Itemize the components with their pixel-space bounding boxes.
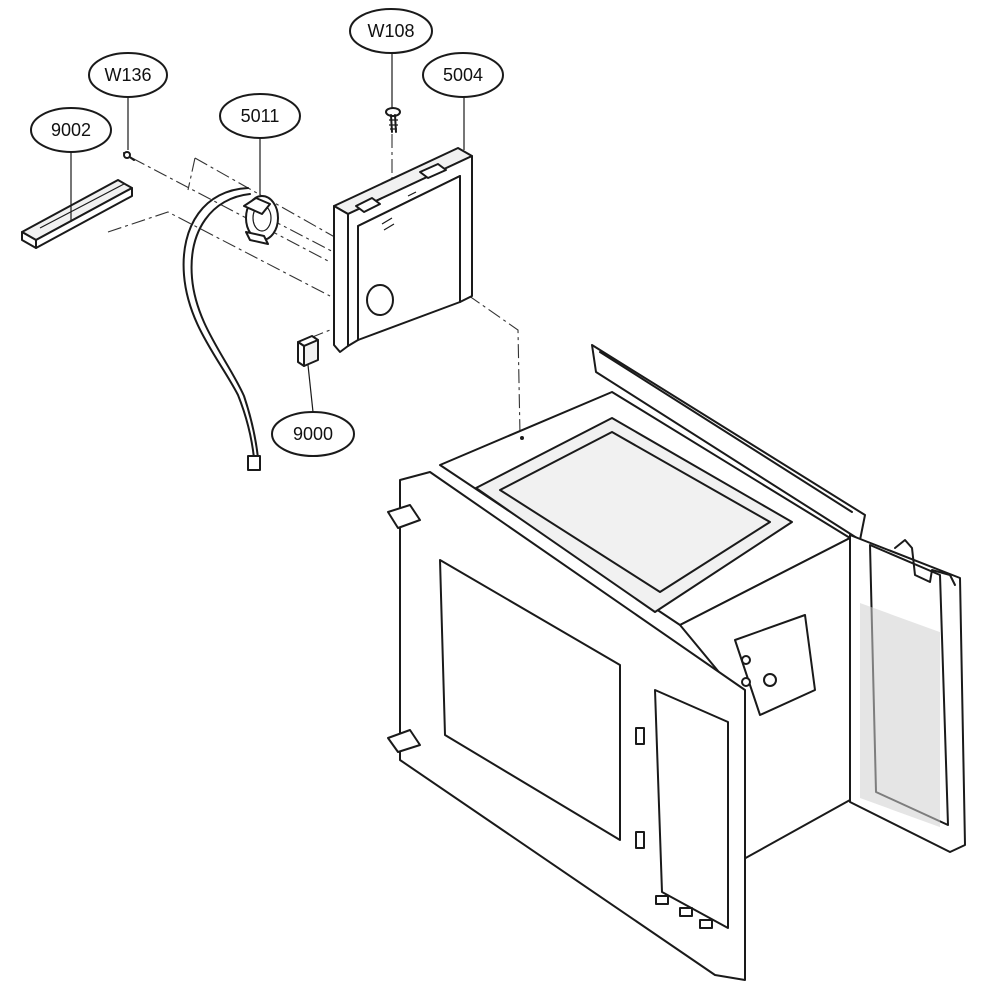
part-w136-screw[interactable] bbox=[123, 151, 135, 161]
part-w108-screw[interactable] bbox=[385, 107, 401, 133]
part-9000-block[interactable] bbox=[297, 335, 319, 367]
callout-5004[interactable]: 5004 bbox=[422, 52, 504, 98]
part-5004-bracket[interactable] bbox=[333, 147, 473, 353]
callout-label-9000: 9000 bbox=[293, 424, 333, 444]
callout-9000[interactable]: 9000 bbox=[271, 411, 355, 457]
callout-9002[interactable]: 9002 bbox=[30, 107, 112, 153]
callout-label-w108: W108 bbox=[367, 21, 414, 41]
callout-label-5004: 5004 bbox=[443, 65, 483, 85]
callout-w108[interactable]: W108 bbox=[349, 8, 433, 54]
callout-leaders bbox=[70, 52, 465, 413]
callout-5011[interactable]: 5011 bbox=[219, 93, 301, 139]
microwave-cavity-assembly bbox=[387, 344, 966, 981]
part-9002-bar[interactable] bbox=[21, 179, 133, 249]
callout-label-9002: 9002 bbox=[51, 120, 91, 140]
callout-w136[interactable]: W136 bbox=[88, 52, 168, 98]
callout-label-w136: W136 bbox=[104, 65, 151, 85]
callout-label-5011: 5011 bbox=[241, 106, 280, 126]
part-5011-switch[interactable] bbox=[182, 187, 279, 471]
